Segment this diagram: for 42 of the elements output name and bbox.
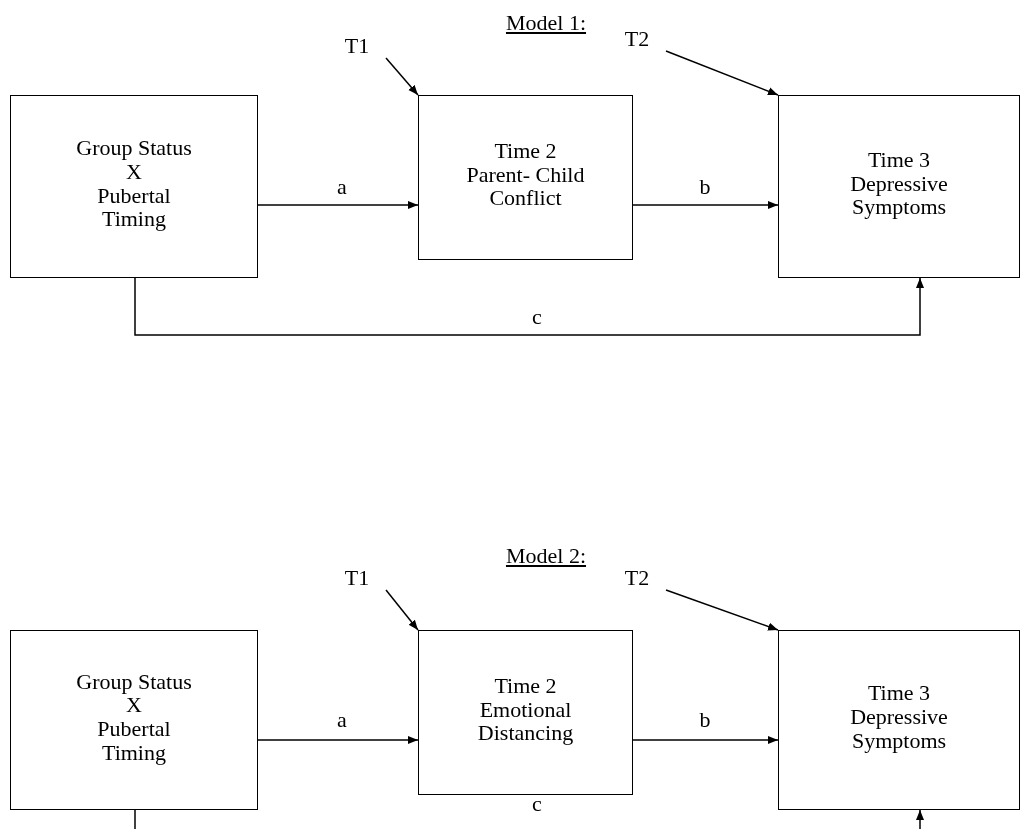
- box-text: X: [126, 159, 142, 184]
- process-box: [418, 95, 633, 260]
- edge-label: a: [337, 174, 347, 200]
- letter-label: c: [532, 791, 542, 817]
- arrow: [257, 201, 419, 209]
- box-text: Time 3: [867, 147, 931, 172]
- arrow: [665, 50, 779, 96]
- process-box: [418, 630, 633, 795]
- box-text: X: [126, 693, 142, 717]
- process-box: [10, 95, 258, 278]
- time-label: T1: [340, 34, 374, 58]
- process-box: [778, 95, 1020, 278]
- box-text: Time 3: [867, 681, 931, 706]
- edge-label: b: [699, 707, 711, 733]
- box-text: Time 2: [494, 138, 557, 163]
- box-text: Pubertal Timing: [96, 183, 172, 231]
- arrow: [665, 589, 779, 631]
- edge-label: a: [337, 707, 347, 733]
- arrow: [632, 201, 779, 209]
- box-text: Group Status: [76, 669, 192, 694]
- box-text: Time 2: [494, 673, 557, 698]
- edge-label: b: [699, 174, 711, 200]
- arrow: [385, 57, 419, 96]
- box-text: Depressive Symptoms: [849, 705, 949, 753]
- process-box: [10, 630, 258, 810]
- arrow: [385, 589, 419, 631]
- time-label: T1: [340, 566, 374, 590]
- model-heading: Model 1:: [505, 10, 587, 36]
- model-heading: Model 2:: [505, 543, 587, 569]
- box-text: Depressive Symptoms: [849, 171, 949, 220]
- box-text: Parent- Child Conflict: [465, 162, 586, 211]
- process-box: [778, 630, 1020, 810]
- arrow: [632, 736, 779, 744]
- arrow: [134, 277, 924, 336]
- time-label: T2: [620, 566, 654, 590]
- time-label: T2: [620, 27, 654, 51]
- arrow: [257, 736, 419, 744]
- box-text: Pubertal Timing: [96, 717, 172, 765]
- edge-label: c: [532, 304, 542, 330]
- arrow: [916, 809, 924, 829]
- box-text: Emotional Distancing: [476, 697, 575, 746]
- box-text: Group Status: [76, 136, 192, 160]
